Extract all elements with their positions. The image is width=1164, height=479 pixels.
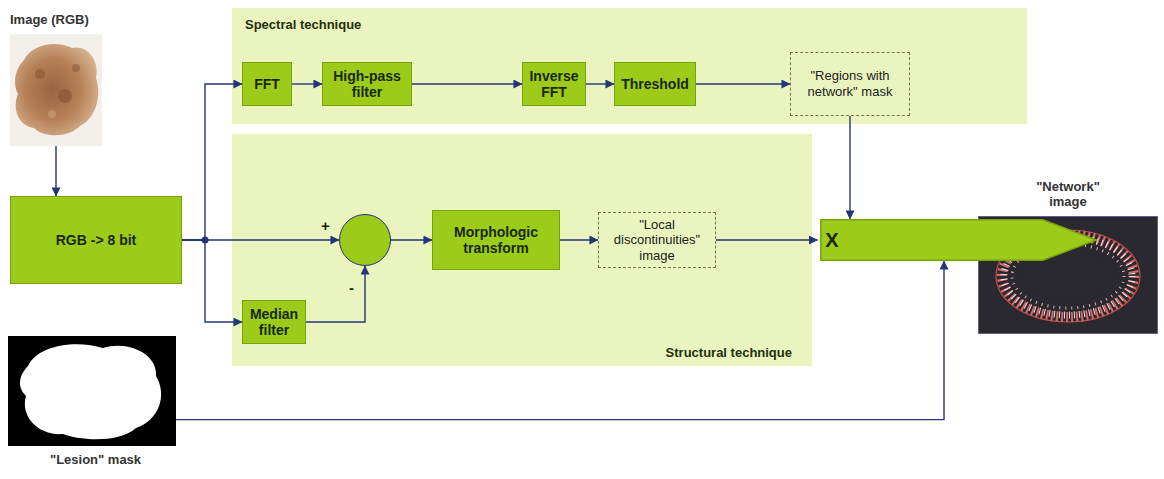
box-label: Inverse FFT — [528, 68, 580, 100]
process-box: Inverse FFT — [522, 62, 586, 106]
process-box: Threshold — [614, 62, 696, 106]
box-label: Threshold — [620, 76, 690, 92]
technique-band: Spectral techniqueFFT High-pass filter Inv… — [232, 8, 1027, 124]
text-wrap: X — [822, 229, 843, 252]
box-label: High-pass filter — [328, 68, 406, 100]
text-wrap: "Local discontinuities" image — [604, 217, 710, 264]
process-box: RGB -> 8 bit — [10, 196, 182, 284]
text-wrap: Inverse FFT — [528, 68, 580, 100]
box-label: Morphologic transform — [438, 224, 554, 256]
process-box: Morphologic transform — [432, 210, 560, 270]
input-image: Image (RGB) — [10, 34, 102, 146]
connector-arrow — [182, 84, 242, 240]
output-image: "Network" image — [978, 216, 1158, 334]
text-wrap: Morphologic transform — [438, 224, 554, 256]
box-label: "Local discontinuities" image — [604, 217, 710, 264]
pentagon-shape — [818, 219, 1099, 261]
connector-arrow — [849, 116, 850, 219]
result-box: "Regions with network" mask — [790, 52, 910, 116]
image-heading: "Network" image — [1018, 179, 1118, 210]
process-box: High-pass filter — [322, 62, 412, 106]
connector-arrow — [55, 146, 56, 196]
connector-arrow — [716, 239, 818, 240]
operator-label: X — [822, 229, 843, 252]
result-box: "Local discontinuities" image — [598, 212, 716, 269]
box-label: "Regions with network" mask — [796, 68, 904, 99]
box-label: FFT — [248, 76, 286, 92]
lesion-mask-image — [8, 336, 176, 446]
sign-label: - — [349, 279, 354, 296]
pentagon-outline — [820, 220, 1095, 260]
band-fill — [232, 8, 1027, 124]
mask-image: "Lesion" mask — [8, 336, 176, 446]
text-wrap: RGB -> 8 bit — [16, 232, 176, 248]
connector-arrow — [696, 83, 790, 84]
connector-arrow — [586, 83, 614, 84]
lesion-photo — [10, 34, 102, 146]
band-title: Spectral technique — [245, 17, 361, 32]
band-fill — [232, 134, 812, 366]
connector-arrow — [292, 83, 322, 84]
image-heading: Image (RGB) — [10, 12, 89, 28]
sign-label: + — [321, 217, 330, 234]
process-box: Median filter — [242, 300, 306, 344]
connector-arrow — [182, 240, 242, 322]
technique-band: Structural technique+-Morphologic transf… — [232, 134, 812, 366]
text-wrap: High-pass filter — [328, 68, 406, 100]
multiply-node: X — [818, 219, 1099, 261]
subtract-circle: +- — [339, 214, 391, 266]
band-title: Structural technique — [666, 345, 792, 360]
box-label: RGB -> 8 bit — [16, 232, 176, 248]
text-wrap: Threshold — [620, 76, 690, 92]
connector-arrow — [176, 261, 944, 420]
connector-arrow — [306, 266, 365, 322]
process-box: FFT — [242, 62, 292, 106]
image-heading: "Lesion" mask — [50, 452, 141, 468]
connector-arrow — [391, 239, 432, 240]
text-wrap: FFT — [248, 76, 286, 92]
connector-arrow — [412, 83, 522, 84]
box-label: Median filter — [248, 306, 300, 338]
text-wrap: Median filter — [248, 306, 300, 338]
connector-arrow — [560, 239, 598, 240]
text-wrap: "Regions with network" mask — [796, 68, 904, 99]
